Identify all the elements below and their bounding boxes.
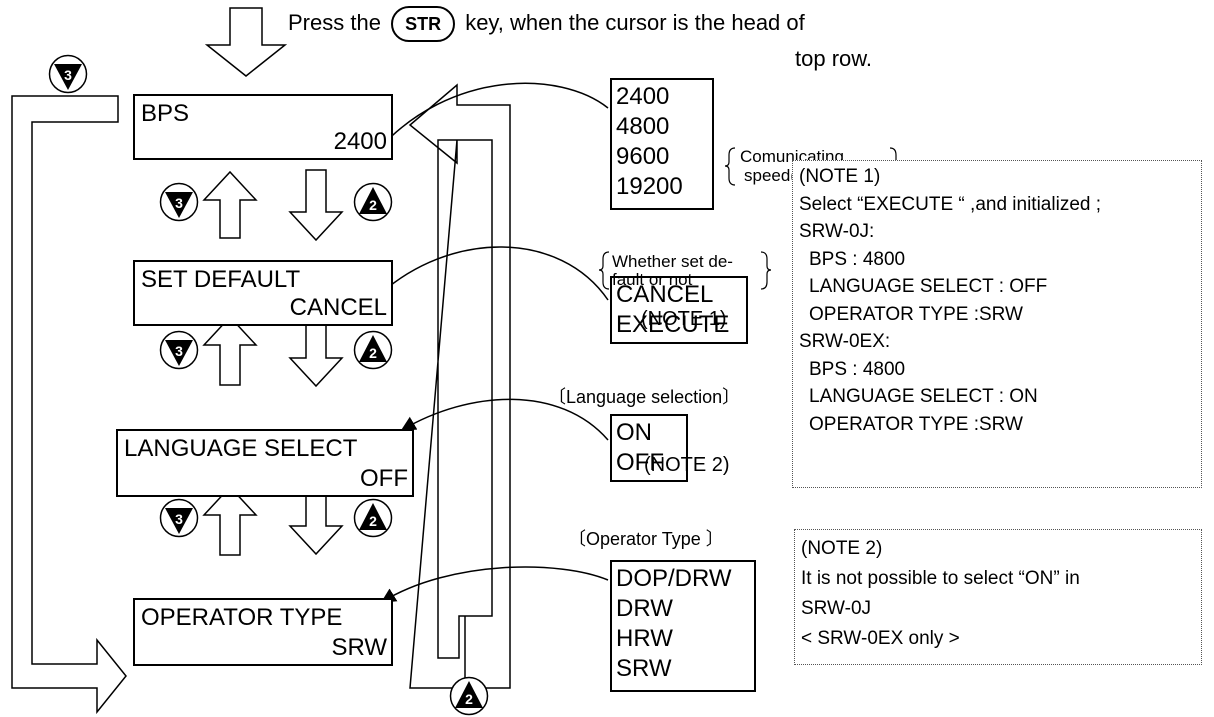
entry-down-arrow — [204, 7, 288, 77]
up-button-icon: 2 — [353, 330, 393, 370]
option-item: DOP/DRW — [616, 565, 732, 592]
note-2-box: (NOTE 2) It is not possible to select “O… — [794, 529, 1202, 665]
default-options: CANCEL EXECUTE — [610, 276, 748, 344]
menu-value: OFF — [360, 465, 408, 492]
down-button-icon: 3 — [159, 182, 199, 222]
right-loop-arrow — [408, 83, 511, 689]
note-2-line: It is not possible to select “ON” in — [801, 568, 1080, 589]
connector-bps — [376, 82, 609, 152]
note-1-box: (NOTE 1) Select “EXECUTE “ ,and initiali… — [792, 160, 1202, 488]
up-button-icon: 2 — [353, 182, 393, 222]
note-2-line: (NOTE 2) — [801, 538, 883, 559]
operator-options: DOP/DRW DRW HRW SRW — [610, 560, 756, 692]
option-item: HRW — [616, 625, 673, 652]
option-item: 4800 — [616, 113, 670, 140]
note-1-line: LANGUAGE SELECT : OFF — [809, 276, 1048, 297]
menu-title: BPS — [141, 100, 190, 127]
down-button-icon: 3 — [159, 330, 199, 370]
down-arrow-1 — [288, 169, 344, 242]
up-arrow-2 — [202, 315, 258, 386]
option-item: EXECUTE — [616, 311, 730, 338]
connector-language — [400, 398, 609, 441]
svg-text:2: 2 — [369, 345, 377, 361]
connector-operator — [380, 566, 609, 603]
up-button-icon: 2 — [353, 498, 393, 538]
language-label: 〔Language selection〕 — [548, 387, 741, 407]
option-item: OFF — [616, 449, 664, 476]
option-item: CANCEL — [616, 281, 714, 308]
left-loop-arrow — [11, 95, 127, 715]
menu-title: OPERATOR TYPE — [141, 604, 343, 631]
svg-text:2: 2 — [369, 513, 377, 529]
option-item: 9600 — [616, 143, 670, 170]
menu-bps: BPS 2400 — [133, 94, 393, 160]
menu-language-select: LANGUAGE SELECT OFF — [116, 429, 414, 497]
note-1-line: BPS : 4800 — [809, 358, 906, 380]
note-1-line: Select “EXECUTE “ ,and initialized ; — [799, 193, 1102, 215]
svg-text:3: 3 — [64, 67, 72, 83]
default-label-line1: Whether set de- — [612, 252, 733, 271]
down-button-icon: 3 — [159, 498, 199, 538]
option-item: 2400 — [616, 83, 670, 110]
svg-text:3: 3 — [175, 343, 183, 359]
down-arrow-2 — [288, 315, 344, 388]
note-1-line: SRW-0EX: — [799, 331, 891, 352]
down-button-icon: 3 — [48, 54, 88, 94]
default-label-line2: fault or not — [612, 270, 693, 289]
note-1-line: SRW-0J: — [799, 221, 875, 242]
up-arrow-1 — [202, 170, 258, 239]
note-1-line: BPS : 4800 — [809, 248, 906, 270]
note-1-line: LANGUAGE SELECT : ON — [809, 386, 1038, 407]
note-1-line: OPERATOR TYPE :SRW — [809, 303, 1023, 325]
instruction-prefix: Press the — [288, 9, 381, 35]
svg-text:2: 2 — [465, 691, 473, 707]
up-button-icon: 2 — [449, 676, 489, 716]
bps-options: 2400 4800 9600 19200 — [610, 78, 714, 210]
menu-value: SRW — [331, 634, 387, 661]
note-2-line: < SRW-0EX only > — [801, 628, 960, 649]
str-key-icon: STR — [391, 6, 456, 42]
default-note-ref: (NOTE 1) — [641, 308, 727, 330]
up-arrow-3 — [202, 485, 258, 556]
menu-set-default: SET DEFAULT CANCEL — [133, 260, 393, 326]
menu-value: CANCEL — [289, 294, 387, 321]
language-note-ref: (NOTE 2) — [644, 454, 730, 476]
menu-title: LANGUAGE SELECT — [124, 435, 358, 462]
note-2-line: SRW-0J — [801, 598, 872, 619]
note-1-line: (NOTE 1) — [799, 166, 881, 187]
instruction-suffix: key, when the cursor is the head of — [465, 9, 805, 35]
connector-default — [376, 246, 609, 301]
menu-operator-type: OPERATOR TYPE SRW — [133, 598, 393, 666]
instruction-line-1: Press the STR key, when the cursor is th… — [288, 6, 805, 42]
option-item: DRW — [616, 595, 673, 622]
menu-value: 2400 — [333, 128, 387, 155]
menu-title: SET DEFAULT — [141, 266, 301, 293]
instruction-line-2: top row. — [795, 46, 873, 71]
option-item: SRW — [616, 655, 672, 682]
note-1-line: OPERATOR TYPE :SRW — [809, 413, 1023, 435]
option-item: 19200 — [616, 173, 683, 200]
svg-text:2: 2 — [369, 197, 377, 213]
svg-text:3: 3 — [175, 195, 183, 211]
language-options: ON OFF — [610, 414, 688, 482]
svg-text:3: 3 — [175, 511, 183, 527]
operator-label: 〔Operator Type 〕 — [568, 529, 724, 549]
option-item: ON — [616, 419, 652, 446]
